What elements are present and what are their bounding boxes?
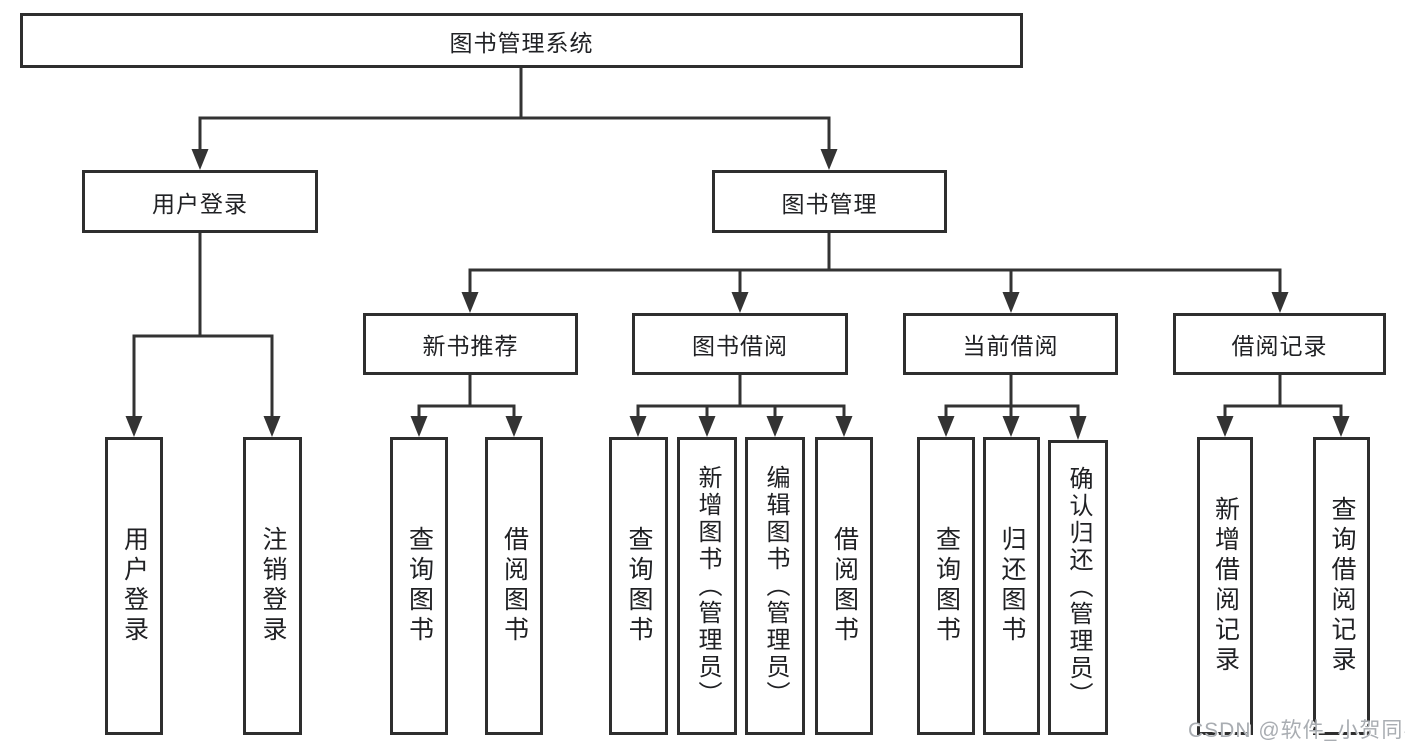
leaf-label: 归还图书 (998, 526, 1026, 646)
leaf-label: 查询借阅记录 (1328, 496, 1356, 676)
node-borrowing-records: 借阅记录 (1173, 313, 1386, 375)
leaf-records-query-record: 查询借阅记录 (1313, 437, 1370, 735)
node-user-login: 用户登录 (82, 170, 318, 233)
leaf-label: 查询图书 (932, 526, 961, 646)
leaf-borrow-edit-books-admin: 编辑图书（管理员） (745, 437, 805, 735)
leaf-label: 注销登录 (259, 526, 287, 646)
node-current-borrowing: 当前借阅 (903, 313, 1118, 375)
leaf-user-login: 用户登录 (105, 437, 163, 735)
leaf-newbook-query-books: 查询图书 (390, 437, 448, 735)
leaf-borrow-query-books: 查询图书 (609, 437, 668, 735)
leaf-current-confirm-return-admin: 确认归还（管理员） (1048, 440, 1108, 735)
csdn-watermark: CSDN @软件_小贺同学 (1188, 719, 1405, 742)
leaf-current-query-books: 查询图书 (917, 437, 975, 735)
node-label: 用户登录 (152, 190, 248, 217)
node-book-management: 图书管理 (712, 170, 947, 233)
leaf-label: 新增借阅记录 (1211, 496, 1240, 676)
node-label: 新书推荐 (422, 333, 519, 359)
node-label: 图书管理 (781, 190, 878, 217)
leaf-borrow-borrow-books: 借阅图书 (815, 437, 873, 735)
leaf-label: 查询图书 (625, 526, 653, 646)
leaf-records-add-record: 新增借阅记录 (1197, 437, 1253, 735)
leaf-logout: 注销登录 (243, 437, 302, 735)
node-label: 图书借阅 (692, 333, 788, 359)
leaf-label: 借阅图书 (500, 526, 529, 646)
node-label: 当前借阅 (962, 333, 1059, 359)
leaf-label: 新增图书（管理员） (694, 464, 721, 708)
leaf-newbook-borrow-books: 借阅图书 (485, 437, 543, 735)
node-label: 借阅记录 (1231, 333, 1328, 359)
root-node: 图书管理系统 (20, 13, 1023, 68)
leaf-label: 查询图书 (405, 526, 434, 646)
leaf-borrow-add-books-admin: 新增图书（管理员） (677, 437, 737, 735)
leaf-label: 借阅图书 (830, 526, 859, 646)
leaf-label: 用户登录 (120, 526, 149, 646)
node-new-book-recommendation: 新书推荐 (363, 313, 578, 375)
leaf-label: 编辑图书（管理员） (762, 464, 789, 708)
root-node-label: 图书管理系统 (449, 29, 594, 56)
leaf-current-return-books: 归还图书 (983, 437, 1040, 735)
leaf-label: 确认归还（管理员） (1065, 466, 1092, 709)
node-book-borrowing: 图书借阅 (632, 313, 848, 375)
